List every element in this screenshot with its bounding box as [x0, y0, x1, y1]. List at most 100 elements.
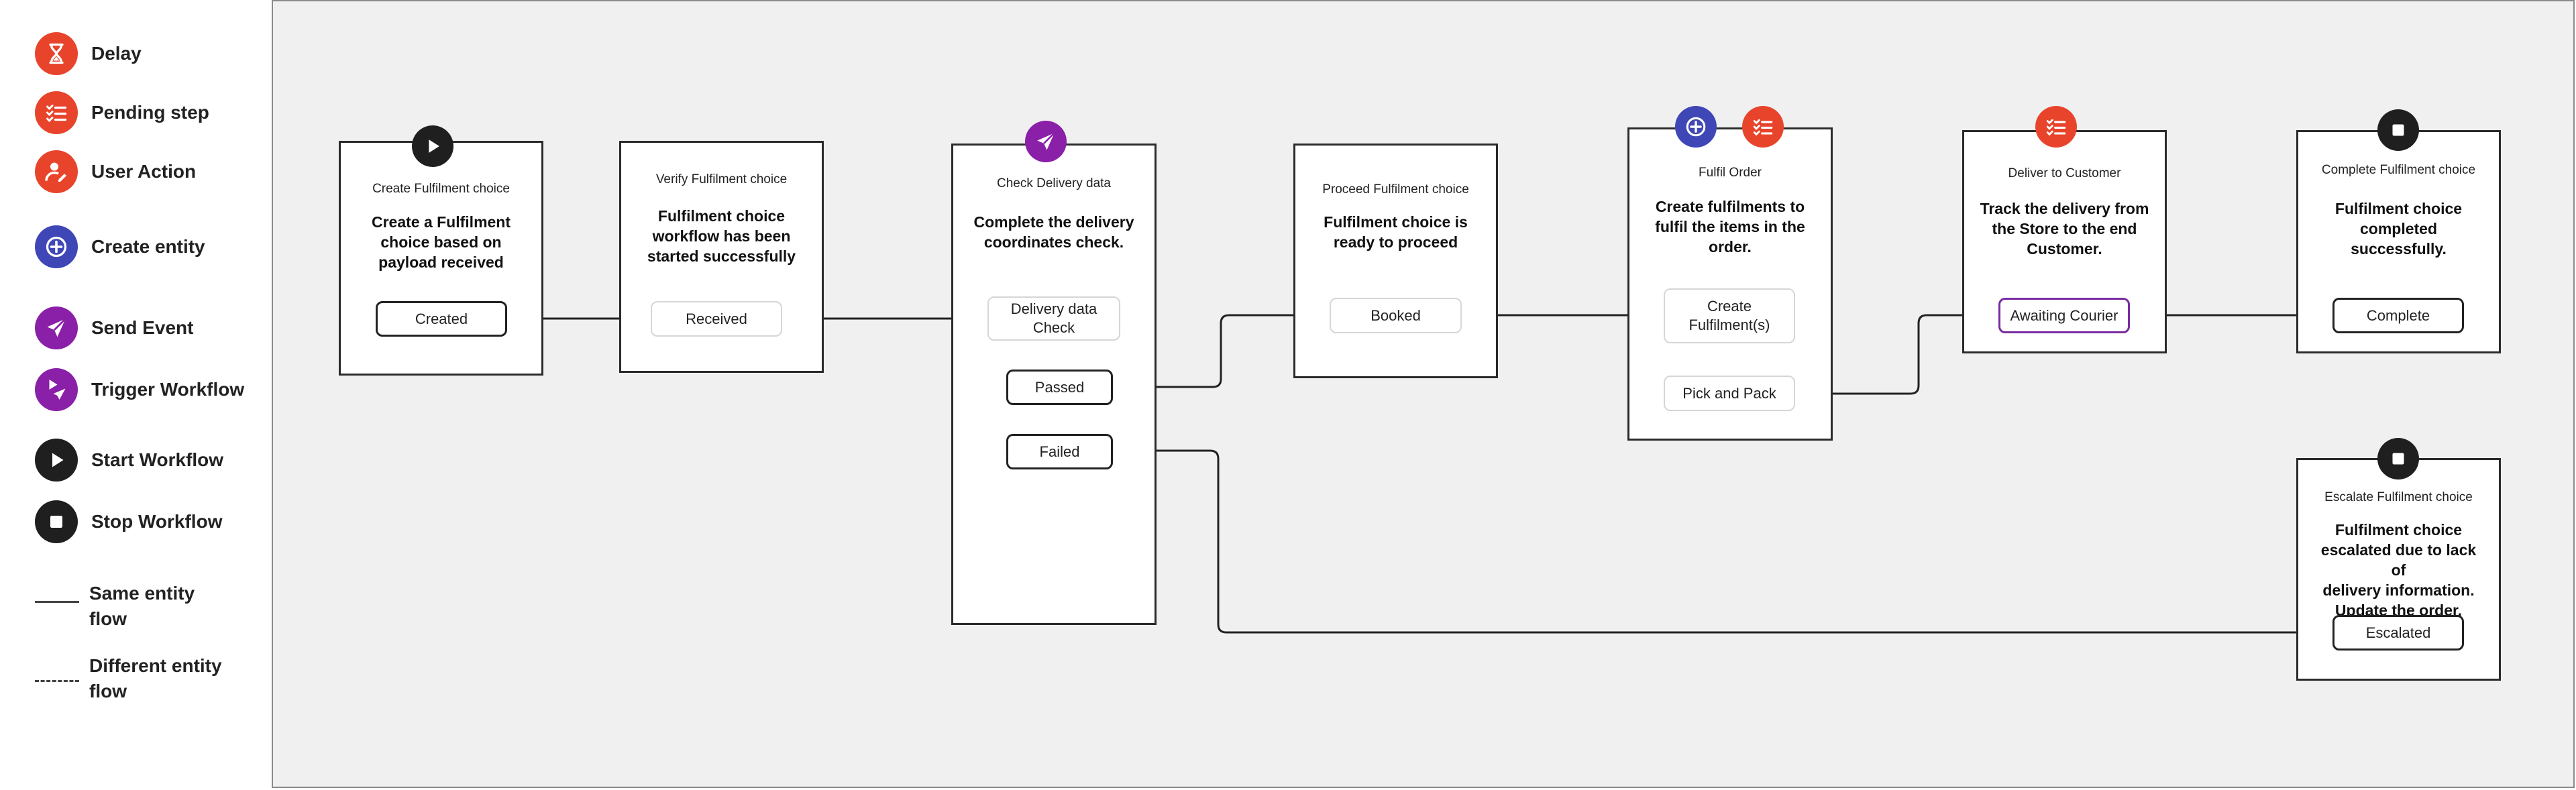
checklist-icon — [1742, 106, 1784, 148]
state-booked[interactable]: Booked — [1330, 298, 1462, 333]
paper-plane-icon — [1025, 121, 1067, 162]
legend-line-text: flow — [89, 681, 127, 701]
state-escalated[interactable]: Escalated — [2332, 615, 2464, 651]
stage-description-line: workflow has been — [652, 227, 791, 245]
hourglass-icon — [35, 32, 78, 75]
legend-item-send-event: Send Event — [35, 306, 193, 349]
stage-description-line: Track the delivery from — [1980, 200, 2149, 217]
state-failed[interactable]: Failed — [1006, 434, 1113, 469]
stage-verify-fulfilment-choice: Verify Fulfilment choice Fulfilment choi… — [619, 141, 824, 373]
legend-item-stop-workflow: Stop Workflow — [35, 500, 222, 543]
stage-title: Check Delivery data — [996, 176, 1112, 190]
stage-description-line: payload received — [378, 253, 504, 271]
legend-line-text: flow — [89, 608, 127, 629]
legend-item-trigger-workflow: Trigger Workflow — [35, 368, 244, 411]
user-edit-icon — [35, 150, 78, 193]
same-entity-line — [35, 601, 79, 603]
state-delivery-data-check[interactable]: Delivery data Check — [987, 296, 1120, 341]
stage-description: Fulfilment choice workflow has been star… — [636, 206, 807, 266]
stage-description-line: Create a Fulfilment — [371, 213, 511, 231]
stage-description-line: started successfully — [647, 247, 796, 265]
stage-create-fulfilment-choice: Create Fulfilment choice Create a Fulfil… — [339, 141, 543, 376]
stage-description: Create fulfilments to fulfil the items i… — [1644, 196, 1816, 257]
stage-description: Fulfilment choice is ready to proceed — [1310, 212, 1481, 252]
legend-label: Stop Workflow — [91, 511, 223, 532]
stage-title: Proceed Fulfilment choice — [1322, 182, 1469, 196]
state-awaiting-courier[interactable]: Awaiting Courier — [1998, 298, 2130, 333]
stop-icon — [35, 500, 78, 543]
legend-label: Trigger Workflow — [91, 379, 245, 400]
state-pick-and-pack[interactable]: Pick and Pack — [1664, 376, 1795, 411]
state-label-line: Fulfilment(s) — [1688, 317, 1770, 333]
legend-label: User Action — [91, 161, 197, 182]
stage-description-line: Fulfilment choice is — [1324, 213, 1468, 231]
stage-description: Fulfilment choice completed successfully… — [2313, 199, 2484, 259]
legend-label: Create entity — [91, 236, 205, 257]
stage-description-line: ready to proceed — [1333, 233, 1458, 251]
stage-description-line: coordinates check. — [983, 233, 1124, 251]
legend-item-create-entity: Create entity — [35, 225, 205, 268]
same-entity-flow-label: Same entity flow — [89, 581, 195, 632]
trigger-icon — [35, 368, 78, 411]
stop-icon — [2377, 438, 2419, 479]
connector-passed-booked — [1112, 311, 1330, 388]
stage-description-line: Customer. — [2027, 240, 2102, 258]
connector-failed-escalated — [1112, 449, 2332, 636]
stage-description-line: Complete the delivery — [973, 213, 1134, 231]
legend-item-start-workflow: Start Workflow — [35, 439, 223, 482]
stop-icon — [2377, 109, 2419, 151]
state-passed[interactable]: Passed — [1006, 370, 1113, 405]
stage-deliver-to-customer: Deliver to Customer Track the delivery f… — [1962, 130, 2167, 353]
stage-title: Verify Fulfilment choice — [655, 172, 788, 186]
stage-description-line: Fulfilment choice — [657, 207, 786, 225]
stage-description: Track the delivery from the Store to the… — [1979, 199, 2150, 259]
legend-line-text: Same entity — [89, 583, 195, 604]
stage-description: Complete the delivery coordinates check. — [968, 212, 1140, 252]
diagram-canvas — [272, 0, 2575, 788]
legend-line-text: Different entity — [89, 655, 222, 676]
plus-icon — [35, 225, 78, 268]
legend-label: Delay — [91, 43, 142, 64]
legend-label: Start Workflow — [91, 449, 224, 470]
connector-pick-awaiting — [1796, 311, 1998, 395]
legend-panel: Delay Pending step User Action Create en… — [0, 0, 272, 790]
stage-description-line: Fulfilment choice — [2334, 521, 2463, 539]
legend-label: Pending step — [91, 102, 209, 123]
legend-label: Send Event — [91, 317, 194, 338]
state-received[interactable]: Received — [651, 301, 782, 337]
stage-description-line: order. — [1709, 238, 1752, 256]
legend-item-pending-step: Pending step — [35, 91, 209, 134]
stage-description-line: choice based on — [380, 233, 502, 251]
stage-title: Escalate Fulfilment choice — [2324, 490, 2473, 504]
state-label-line: Create — [1707, 298, 1752, 315]
stage-description-line: delivery information. — [2322, 581, 2475, 599]
paper-plane-icon — [35, 306, 78, 349]
checklist-icon — [35, 91, 78, 134]
play-icon — [35, 439, 78, 482]
state-create-fulfilments[interactable]: Create Fulfilment(s) — [1664, 288, 1795, 343]
play-icon — [412, 125, 453, 167]
stage-title: Create Fulfilment choice — [372, 182, 510, 196]
stage-description-line: Fulfilment choice — [2334, 200, 2463, 217]
stage-title: Fulfil Order — [1699, 166, 1762, 180]
state-label-line: Check — [1032, 319, 1075, 336]
legend-item-delay: Delay — [35, 32, 142, 75]
state-created[interactable]: Created — [376, 301, 507, 337]
stage-title: Deliver to Customer — [2008, 166, 2121, 180]
stage-description-line: completed successfully. — [2351, 220, 2447, 258]
stage-proceed-fulfilment-choice: Proceed Fulfilment choice Fulfilment cho… — [1293, 144, 1498, 378]
checklist-icon — [2035, 106, 2077, 148]
state-complete[interactable]: Complete — [2332, 298, 2464, 333]
stage-title: Complete Fulfilment choice — [2321, 163, 2476, 177]
stage-description-line: Create fulfilments to — [1655, 198, 1805, 215]
different-entity-line — [35, 680, 79, 682]
plus-icon — [1675, 106, 1717, 148]
legend-item-user-action: User Action — [35, 150, 196, 193]
stage-description-line: escalated due to lack of — [2320, 541, 2477, 579]
different-entity-flow-label: Different entity flow — [89, 653, 222, 704]
stage-description: Fulfilment choice escalated due to lack … — [2313, 520, 2484, 620]
stage-description-line: fulfil the items in the — [1655, 218, 1805, 235]
stage-description: Create a Fulfilment choice based on payl… — [356, 212, 527, 272]
state-label-line: Delivery data — [1010, 300, 1097, 317]
